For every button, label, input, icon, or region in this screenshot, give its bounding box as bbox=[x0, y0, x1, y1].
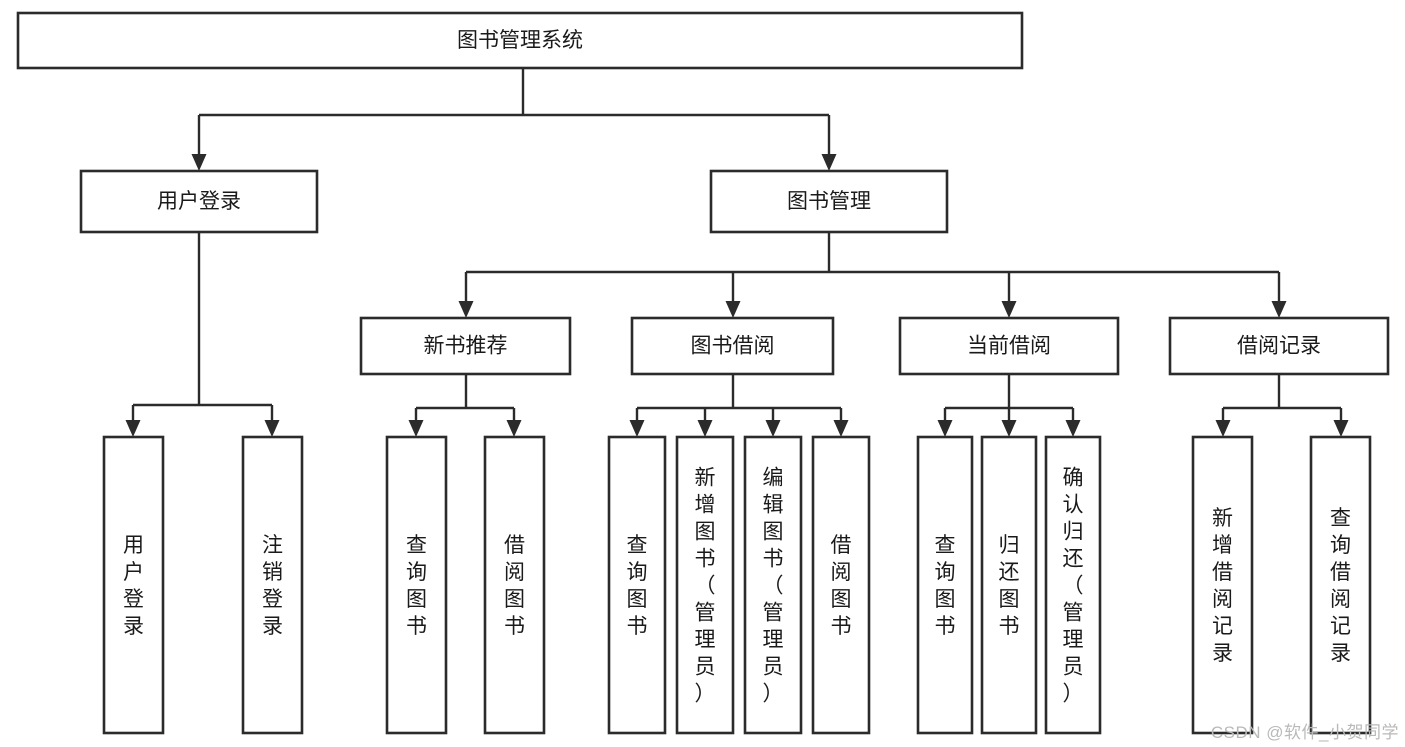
node-label: 查询借阅记录 bbox=[1330, 507, 1351, 665]
node-leaf-borrow-query-book[interactable]: 查询图书 bbox=[607, 435, 667, 735]
node-label: 确认归还（管理员） bbox=[1063, 467, 1084, 706]
arrow-head-icon bbox=[1065, 420, 1081, 437]
connector-root-to-level1 bbox=[191, 68, 837, 171]
arrow-head-icon bbox=[408, 420, 424, 437]
nodes-layer: 图书管理系统用户登录图书管理新书推荐图书借阅当前借阅借阅记录用户登录注销登录查询… bbox=[16, 11, 1390, 735]
node-leaf-cur-confirm-return[interactable]: 确认归还（管理员） bbox=[1044, 435, 1102, 735]
node-current-borrow[interactable]: 当前借阅 bbox=[898, 316, 1120, 376]
node-label: 注销登录 bbox=[262, 534, 283, 638]
arrow-head-icon bbox=[191, 154, 207, 171]
node-label: 图书借阅 bbox=[691, 335, 775, 358]
arrow-head-icon bbox=[1215, 420, 1231, 437]
arrow-head-icon bbox=[765, 420, 781, 437]
node-leaf-borrow-borrow-book[interactable]: 借阅图书 bbox=[811, 435, 871, 735]
arrow-head-icon bbox=[1001, 301, 1017, 318]
node-borrow-record[interactable]: 借阅记录 bbox=[1168, 316, 1390, 376]
node-leaf-rec-query-record[interactable]: 查询借阅记录 bbox=[1309, 435, 1372, 735]
node-box bbox=[16, 11, 1024, 70]
node-box bbox=[102, 435, 165, 735]
node-leaf-rec-borrow-book[interactable]: 借阅图书 bbox=[483, 435, 546, 735]
node-box bbox=[1044, 435, 1102, 735]
node-label: 借阅图书 bbox=[831, 534, 852, 638]
node-book-manage[interactable]: 图书管理 bbox=[709, 169, 949, 234]
node-leaf-borrow-edit-book[interactable]: 编辑图书（管理员） bbox=[743, 435, 803, 735]
arrow-head-icon bbox=[125, 420, 141, 437]
node-leaf-cur-return-book[interactable]: 归还图书 bbox=[980, 435, 1038, 735]
node-label: 编辑图书（管理员） bbox=[763, 467, 784, 706]
arrow-head-icon bbox=[264, 420, 280, 437]
arrow-head-icon bbox=[1271, 301, 1287, 318]
connector-new-book-recommend-to-leaves bbox=[408, 374, 522, 437]
node-box bbox=[675, 435, 735, 735]
node-leaf-cur-query-book[interactable]: 查询图书 bbox=[916, 435, 974, 735]
node-label: 借阅记录 bbox=[1237, 335, 1321, 358]
arrow-head-icon bbox=[629, 420, 645, 437]
node-leaf-user-logout[interactable]: 注销登录 bbox=[241, 435, 304, 735]
node-leaf-rec-query-book[interactable]: 查询图书 bbox=[385, 435, 448, 735]
node-label: 借阅图书 bbox=[504, 534, 525, 638]
arrow-head-icon bbox=[937, 420, 953, 437]
node-leaf-user-login[interactable]: 用户登录 bbox=[102, 435, 165, 735]
node-label: 新书推荐 bbox=[424, 335, 508, 358]
arrow-head-icon bbox=[821, 154, 837, 171]
node-root-system[interactable]: 图书管理系统 bbox=[16, 11, 1024, 70]
node-user-login[interactable]: 用户登录 bbox=[79, 169, 319, 234]
arrow-head-icon bbox=[725, 301, 741, 318]
node-box bbox=[607, 435, 667, 735]
node-label: 查询图书 bbox=[935, 534, 956, 638]
node-box bbox=[980, 435, 1038, 735]
node-box bbox=[385, 435, 448, 735]
connector-borrow-record-to-leaves bbox=[1215, 374, 1349, 437]
node-label: 当前借阅 bbox=[967, 335, 1051, 358]
node-label: 图书管理 bbox=[787, 190, 871, 213]
connector-user-login-to-leaves bbox=[125, 232, 280, 437]
node-label: 图书管理系统 bbox=[457, 29, 583, 52]
connectors-layer bbox=[125, 68, 1349, 437]
node-box bbox=[1309, 435, 1372, 735]
node-box bbox=[483, 435, 546, 735]
arrow-head-icon bbox=[506, 420, 522, 437]
arrow-head-icon bbox=[697, 420, 713, 437]
node-book-borrow[interactable]: 图书借阅 bbox=[630, 316, 835, 376]
arrow-head-icon bbox=[1333, 420, 1349, 437]
connector-book-manage-to-level2 bbox=[458, 232, 1287, 318]
node-box bbox=[1191, 435, 1254, 735]
node-label: 用户登录 bbox=[123, 534, 144, 638]
node-box bbox=[743, 435, 803, 735]
node-box bbox=[709, 169, 949, 234]
node-box bbox=[79, 169, 319, 234]
arrow-head-icon bbox=[833, 420, 849, 437]
node-box bbox=[1168, 316, 1390, 376]
arrow-head-icon bbox=[458, 301, 474, 318]
node-box bbox=[359, 316, 572, 376]
node-box bbox=[630, 316, 835, 376]
arrow-head-icon bbox=[1001, 420, 1017, 437]
node-leaf-rec-add-record[interactable]: 新增借阅记录 bbox=[1191, 435, 1254, 735]
node-label: 归还图书 bbox=[999, 534, 1020, 638]
node-box bbox=[241, 435, 304, 735]
node-label: 查询图书 bbox=[406, 534, 427, 638]
node-label: 用户登录 bbox=[157, 190, 241, 213]
node-new-book-recommend[interactable]: 新书推荐 bbox=[359, 316, 572, 376]
node-label: 新增借阅记录 bbox=[1212, 507, 1233, 665]
connector-book-borrow-to-leaves bbox=[629, 374, 849, 437]
node-box bbox=[811, 435, 871, 735]
node-leaf-borrow-add-book[interactable]: 新增图书（管理员） bbox=[675, 435, 735, 735]
node-box bbox=[916, 435, 974, 735]
connector-current-borrow-to-leaves bbox=[937, 374, 1081, 437]
node-box bbox=[898, 316, 1120, 376]
node-label: 查询图书 bbox=[627, 534, 648, 638]
node-label: 新增图书（管理员） bbox=[695, 467, 716, 706]
